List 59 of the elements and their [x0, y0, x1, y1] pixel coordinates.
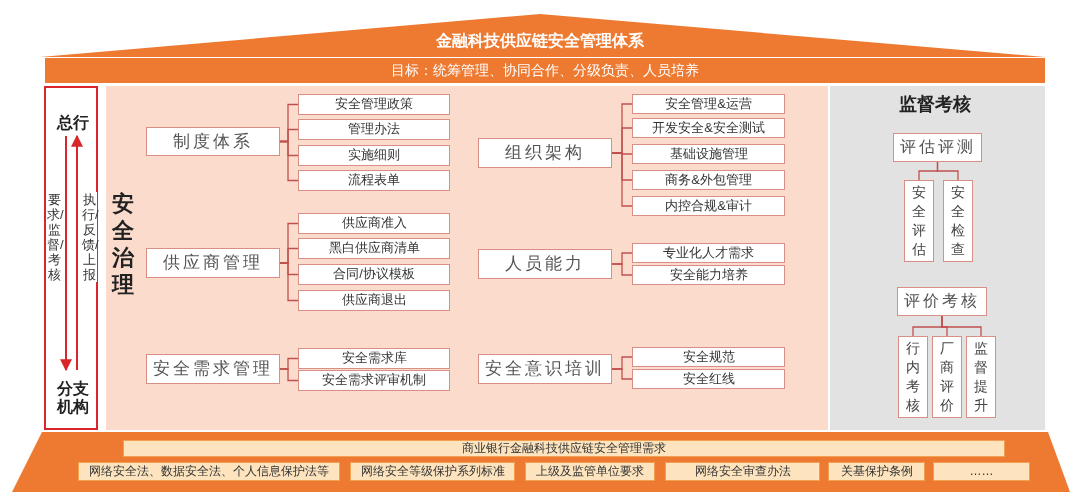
regulation-box: 网络安全等级保护系列标准	[350, 462, 515, 481]
requirement-box: 商业银行金融科技供应链安全管理需求	[123, 440, 1005, 457]
category-box: 人员能力	[478, 249, 612, 279]
item-box: 商务&外包管理	[632, 170, 785, 190]
item-box: 内控合规&审计	[632, 196, 785, 216]
goal-band: 目标：统筹管理、协同合作、分级负责、人员培养	[45, 58, 1045, 83]
item-box: 基础设施管理	[632, 144, 785, 164]
item-box: 实施细则	[298, 145, 450, 166]
level-text: 分支机构	[50, 374, 96, 422]
item-box: 开发安全&安全测试	[632, 118, 785, 138]
regulation-box: 网络安全法、数据安全法、个人信息保护法等	[78, 462, 340, 481]
supervision-panel	[830, 86, 1045, 430]
item-box: 安全需求评审机制	[298, 370, 450, 391]
connector-line	[611, 263, 633, 276]
arrow	[71, 134, 83, 371]
connector-line	[279, 368, 299, 382]
base-band	[12, 432, 1070, 492]
connector-line	[279, 140, 299, 182]
level-text: 总行	[52, 110, 94, 136]
item-box: 专业化人才需求	[632, 243, 785, 263]
item-box: 供应商退出	[298, 290, 450, 311]
regulation-box: 上级及监管单位要求	[525, 462, 655, 481]
vertical-item-box: 监督提升	[966, 336, 996, 418]
item-box: 安全红线	[632, 369, 785, 389]
regulation-box: ……	[933, 462, 1030, 481]
item-box: 安全管理&运营	[632, 94, 785, 114]
item-box: 流程表单	[298, 170, 450, 191]
edge-label: 要求/监督/考核	[47, 192, 62, 282]
item-box: 供应商准入	[298, 213, 450, 234]
panel-heading: 监督考核	[898, 94, 972, 116]
category-box: 评价考核	[897, 287, 987, 316]
category-box: 评估评测	[893, 133, 982, 162]
vertical-item-box: 行内考核	[898, 336, 928, 418]
connector-line	[941, 315, 982, 337]
regulation-box: 网络安全审查办法	[665, 462, 820, 481]
vertical-item-box: 安全评估	[904, 180, 934, 262]
connector-line	[611, 152, 633, 207]
regulation-box: 关基保护条例	[828, 462, 925, 481]
governance-panel	[106, 86, 828, 430]
item-box: 安全需求库	[298, 348, 450, 369]
category-box: 安全意识培训	[478, 354, 612, 384]
arrow	[60, 135, 72, 372]
connector-line	[936, 161, 959, 181]
item-box: 管理办法	[298, 119, 450, 140]
title: 金融科技供应链安全管理体系	[435, 31, 645, 51]
item-box: 黑白供应商清单	[298, 238, 450, 259]
category-box: 制度体系	[146, 127, 280, 156]
item-box: 安全管理政策	[298, 94, 450, 115]
edge-label: 执行/反馈/上报	[82, 192, 97, 282]
item-box: 安全能力培养	[632, 265, 785, 285]
vertical-item-box: 安全检查	[943, 180, 973, 262]
vertical-item-box: 厂商评价	[932, 336, 962, 418]
item-box: 安全规范	[632, 347, 785, 367]
category-box: 供应商管理	[146, 248, 280, 278]
connector-line	[611, 368, 633, 380]
category-box: 安全需求管理	[146, 354, 280, 384]
item-box: 合同/协议模板	[298, 264, 450, 285]
panel-heading: 安全治理	[110, 190, 136, 299]
category-box: 组织架构	[478, 138, 612, 168]
